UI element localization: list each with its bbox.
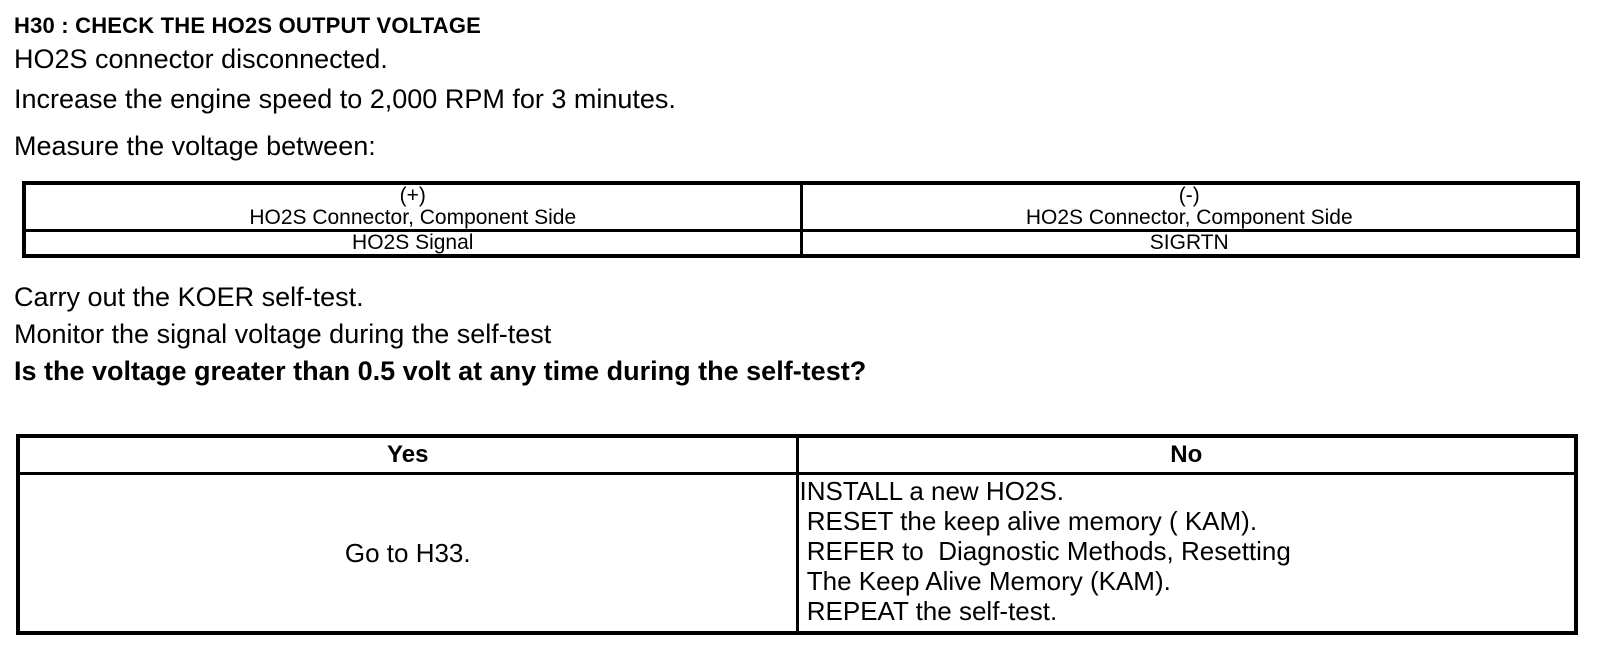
decision-table-header-row: Yes No: [16, 434, 1578, 475]
step-text-engine-speed: Increase the engine speed to 2,000 RPM f…: [14, 84, 676, 114]
measure-negative-header-cell: (-) HO2S Connector, Component Side: [799, 181, 1580, 232]
negative-pin: SIGRTN: [799, 229, 1580, 258]
step-text-koer: Carry out the KOER self-test.: [14, 282, 364, 312]
measure-positive-header-cell: (+) HO2S Connector, Component Side: [22, 181, 803, 232]
negative-connector-label: HO2S Connector, Component Side: [1025, 206, 1353, 229]
no-action-refer-continued: The Keep Alive Memory (KAM).: [799, 566, 1171, 596]
decision-question: Is the voltage greater than 0.5 volt at …: [14, 356, 867, 386]
no-action-repeat: REPEAT the self-test.: [799, 596, 1058, 626]
yes-action: Go to H33.: [16, 472, 799, 635]
positive-sign: (+): [399, 184, 426, 207]
no-action-reset: RESET the keep alive memory ( KAM).: [799, 506, 1258, 536]
measure-table-pin-row: HO2S Signal SIGRTN: [22, 229, 1580, 258]
positive-connector-label: HO2S Connector, Component Side: [249, 206, 577, 229]
step-text-disconnect: HO2S connector disconnected.: [14, 44, 388, 74]
no-action-refer: REFER to Diagnostic Methods, Resetting: [799, 536, 1291, 566]
decision-table: Yes No Go to H33. INSTALL a new HO2S. RE…: [16, 434, 1578, 635]
step-text-monitor: Monitor the signal voltage during the se…: [14, 319, 552, 349]
measure-points-table: (+) HO2S Connector, Component Side (-) H…: [22, 181, 1580, 258]
yes-column-header: Yes: [16, 434, 799, 475]
step-text-measure: Measure the voltage between:: [14, 131, 376, 161]
measure-table-header-row: (+) HO2S Connector, Component Side (-) H…: [22, 181, 1580, 232]
procedure-title: H30 : CHECK THE HO2S OUTPUT VOLTAGE: [14, 13, 482, 38]
no-action-install: INSTALL a new HO2S.: [799, 476, 1064, 506]
no-actions-cell: INSTALL a new HO2S. RESET the keep alive…: [795, 472, 1578, 635]
no-column-header: No: [795, 434, 1578, 475]
negative-sign: (-): [1178, 184, 1200, 207]
decision-table-action-row: Go to H33. INSTALL a new HO2S. RESET the…: [16, 472, 1578, 635]
positive-pin: HO2S Signal: [22, 229, 803, 258]
